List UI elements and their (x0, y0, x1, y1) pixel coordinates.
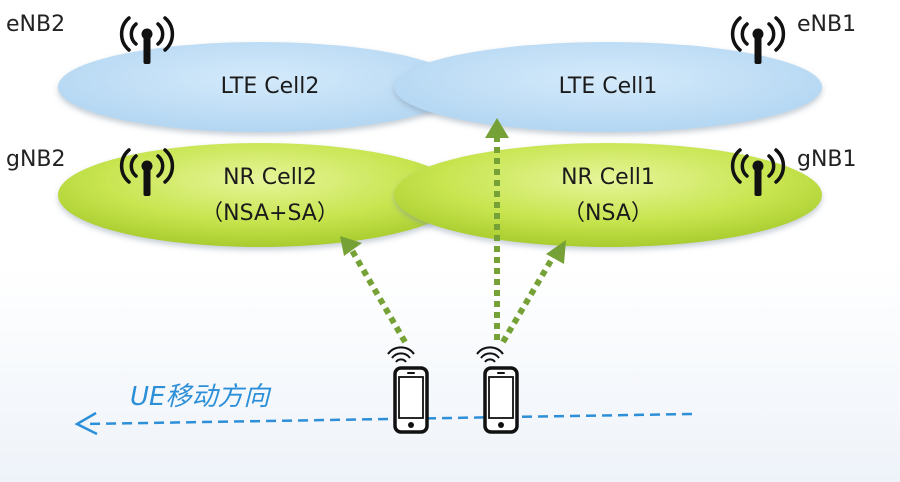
mobile-phone-icon (483, 366, 519, 434)
lte-cell1-label: LTE Cell1 (559, 74, 658, 99)
gnb2-label: gNB2 (6, 147, 66, 172)
ue2-to-nr-cell1-arrow (500, 250, 559, 344)
signal-waves-icon (387, 346, 415, 363)
nr-cell2-mode-label: （NSA+SA） (201, 201, 339, 226)
ue-movement-arrow (83, 412, 693, 426)
enb2-label: eNB2 (6, 12, 65, 37)
enb1-label: eNB1 (797, 12, 856, 37)
arrowhead-lte-cell1 (485, 118, 509, 138)
lte-cell2-ellipse (58, 42, 462, 132)
arrowhead-nr-cell2 (340, 236, 362, 256)
link-arrows (340, 118, 566, 344)
nr-cell1-ellipse (394, 143, 822, 247)
ue-movement-arrowhead (74, 411, 98, 436)
nr-cell1-mode-label: （NSA） (563, 201, 653, 226)
nr-cell1-label: NR Cell1 (561, 165, 655, 190)
nr-cell2-ellipse (58, 143, 462, 247)
gnb1-label: gNB1 (797, 147, 857, 172)
arrowhead-nr-cell1 (546, 240, 566, 264)
lte-cell2-label: LTE Cell2 (221, 74, 320, 99)
mobile-phone-icon (393, 366, 429, 434)
nr-cell2-label: NR Cell2 (223, 165, 317, 190)
ue-movement-label: UE移动方向 (130, 382, 271, 412)
ue1-to-nr-cell2-arrow (347, 245, 408, 344)
signal-waves-icon (476, 346, 504, 363)
lte-cell1-ellipse (394, 42, 822, 132)
